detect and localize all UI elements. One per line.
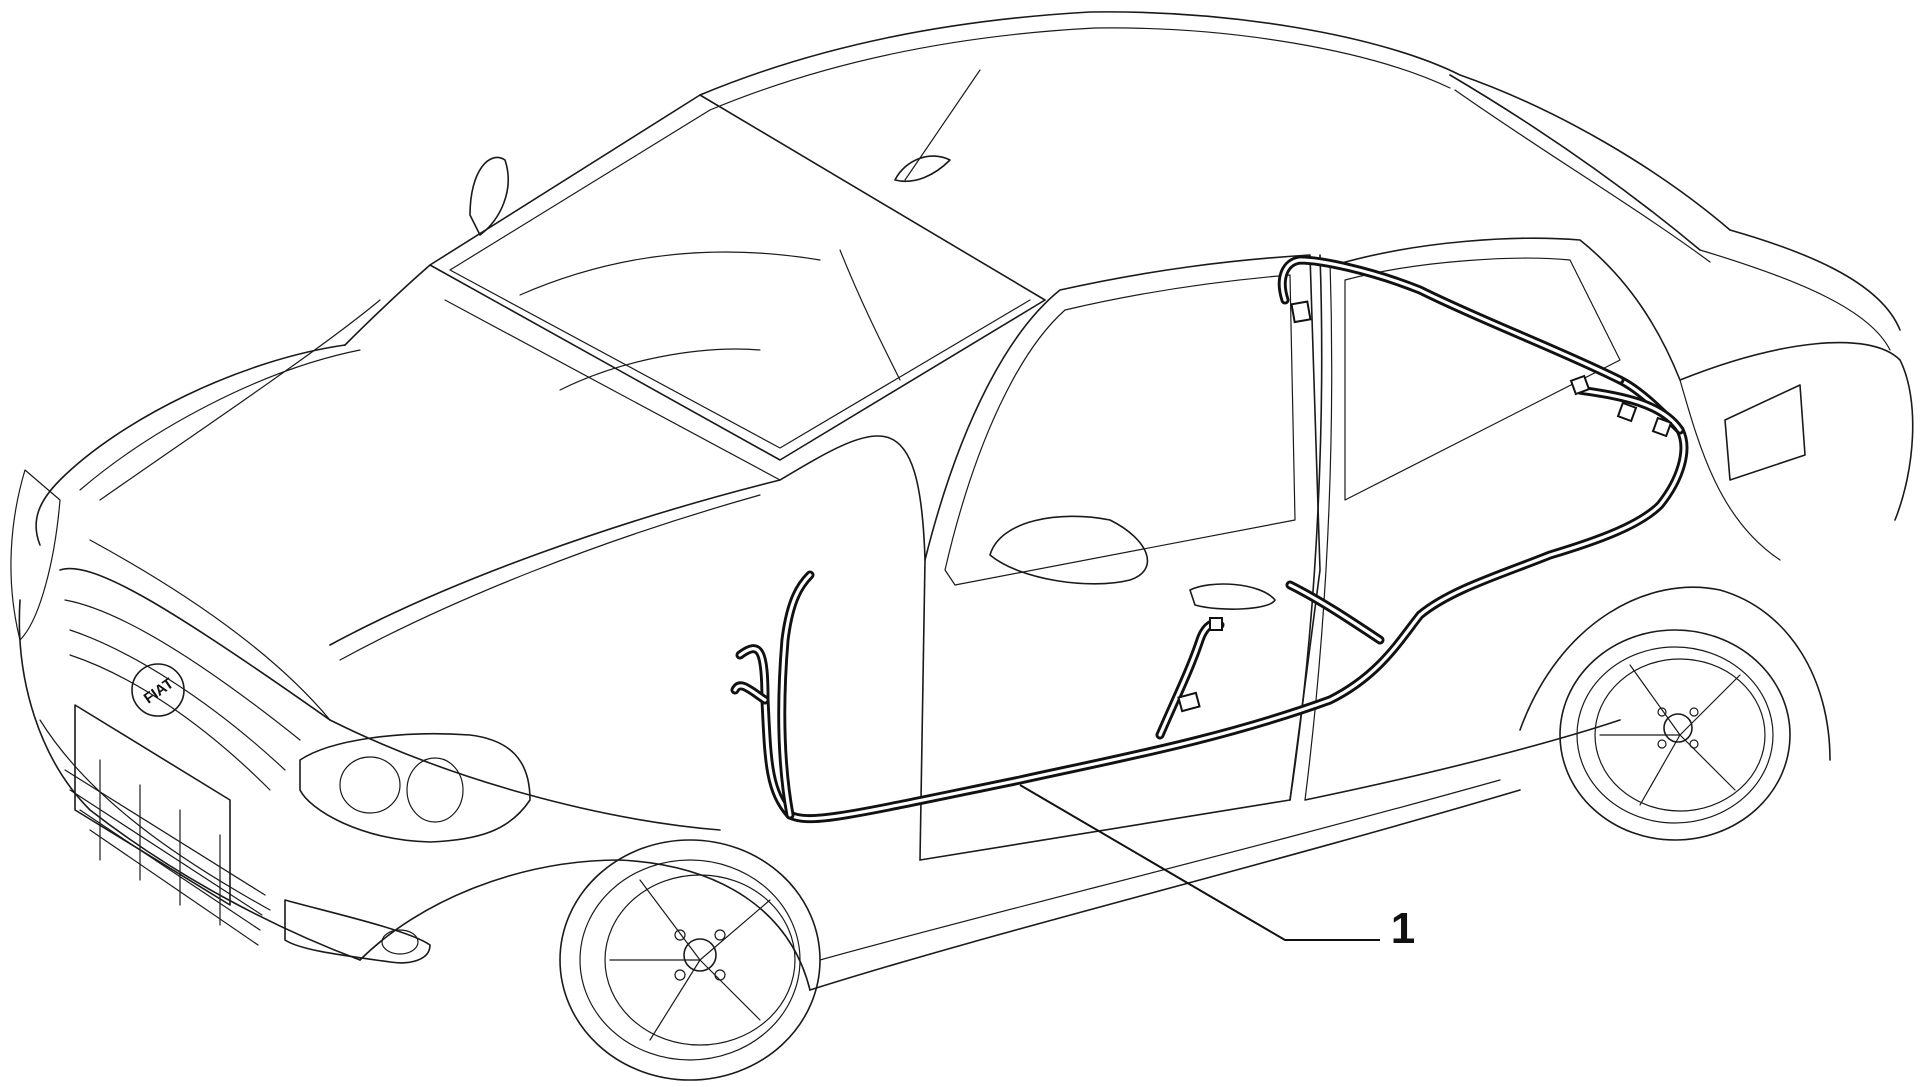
callout-label: 1 bbox=[1391, 904, 1415, 953]
callout-1: 1 bbox=[1019, 784, 1415, 953]
callout-leader-line bbox=[1019, 784, 1380, 941]
wiring-harness bbox=[730, 255, 1689, 824]
fiat-badge: FIAT bbox=[131, 663, 185, 717]
front-wheel bbox=[559, 839, 821, 1081]
car-body-outline bbox=[10, 11, 1914, 991]
rear-wheel bbox=[1559, 629, 1791, 841]
badge-text: FIAT bbox=[141, 675, 177, 707]
